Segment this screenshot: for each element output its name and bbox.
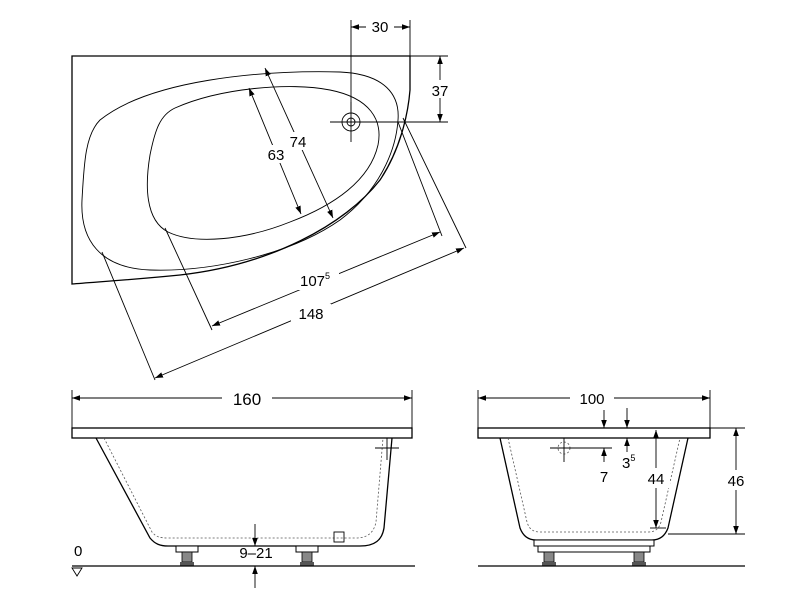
side-inner-dashed <box>103 437 384 539</box>
dim-total-height: 46 <box>668 427 750 535</box>
side-rim <box>71 427 413 439</box>
end-overflow-symbol <box>550 438 578 462</box>
dim-outer-width: 74 <box>264 67 334 219</box>
floor-level-label: 0 <box>74 543 82 560</box>
dim-overflow-height: 7 <box>578 410 612 486</box>
floor-level-marker: 0 <box>71 543 83 577</box>
dim-label-3: 3 <box>622 455 630 472</box>
dim-label-7: 7 <box>600 469 608 486</box>
dim-label-9-21: 9–21 <box>239 545 272 562</box>
dim-end-width: 100 <box>477 388 711 428</box>
dim-label-107: 107 <box>300 273 325 290</box>
dim-label-44: 44 <box>648 471 665 488</box>
dim-label-148: 148 <box>298 306 323 323</box>
side-feet <box>175 545 319 566</box>
end-view: 100 35 7 44 <box>477 388 750 567</box>
dim-label-30: 30 <box>372 19 389 36</box>
dim-drain-vertical: 37 <box>372 55 454 123</box>
dim-outer-length: 148 <box>154 247 465 379</box>
dim-label-107-sup: 5 <box>325 271 330 281</box>
dim-label-3-sup: 5 <box>630 453 635 463</box>
drain-symbol <box>330 102 372 142</box>
end-feet <box>533 539 655 566</box>
dim-label-74: 74 <box>290 134 307 151</box>
side-drain-stub <box>333 531 345 543</box>
dim-rim-thickness: 35 <box>622 408 635 472</box>
dim-drain-horizontal: 30 <box>350 17 411 112</box>
dim-label-37: 37 <box>432 83 449 100</box>
dim-inner-depth: 44 <box>642 430 670 529</box>
plan-view: 30 37 63 74 <box>71 17 467 381</box>
dim-foot-adjust: 9–21 <box>239 524 273 588</box>
side-view: 0 160 9–21 <box>71 388 415 588</box>
dim-label-46: 46 <box>728 473 745 490</box>
end-rim <box>477 427 711 439</box>
dim-label-100: 100 <box>579 391 604 408</box>
dim-label-160: 160 <box>233 390 261 409</box>
dim-label-63: 63 <box>268 147 285 164</box>
svg-text:35: 35 <box>622 453 635 472</box>
dim-side-length: 160 <box>71 388 413 428</box>
dim-inner-width: 63 <box>248 87 302 215</box>
side-body <box>95 437 393 547</box>
end-inner-dashed <box>507 437 681 533</box>
side-overflow-symbol <box>375 438 399 460</box>
